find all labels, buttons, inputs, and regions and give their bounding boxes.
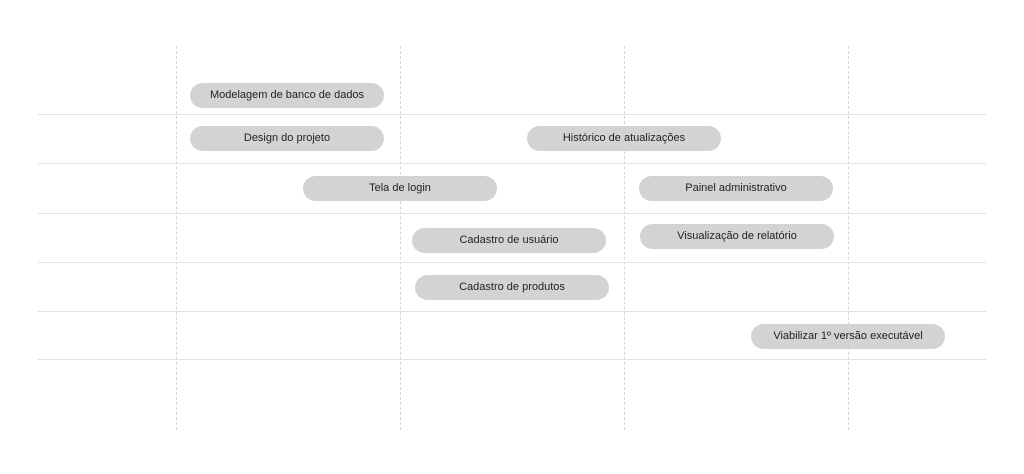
row-divider	[38, 359, 986, 360]
column-divider	[400, 46, 401, 430]
column-divider	[624, 46, 625, 430]
row-divider	[38, 262, 986, 263]
row-divider	[38, 311, 986, 312]
column-divider	[848, 46, 849, 430]
column-divider	[176, 46, 177, 430]
task-design-do-projeto[interactable]: Design do projeto	[190, 126, 384, 151]
task-cadastro-de-usuario[interactable]: Cadastro de usuário	[412, 228, 606, 253]
task-cadastro-de-produtos[interactable]: Cadastro de produtos	[415, 275, 609, 300]
task-historico-de-atualizacoes[interactable]: Histórico de atualizações	[527, 126, 721, 151]
task-tela-de-login[interactable]: Tela de login	[303, 176, 497, 201]
row-divider	[38, 213, 986, 214]
task-viabilizar-versao-executavel[interactable]: Viabilizar 1º versão executável	[751, 324, 945, 349]
task-painel-administrativo[interactable]: Painel administrativo	[639, 176, 833, 201]
row-divider	[38, 114, 986, 115]
task-visualizacao-de-relatorio[interactable]: Visualização de relatório	[640, 224, 834, 249]
row-divider	[38, 163, 986, 164]
task-modelagem-banco-de-dados[interactable]: Modelagem de banco de dados	[190, 83, 384, 108]
